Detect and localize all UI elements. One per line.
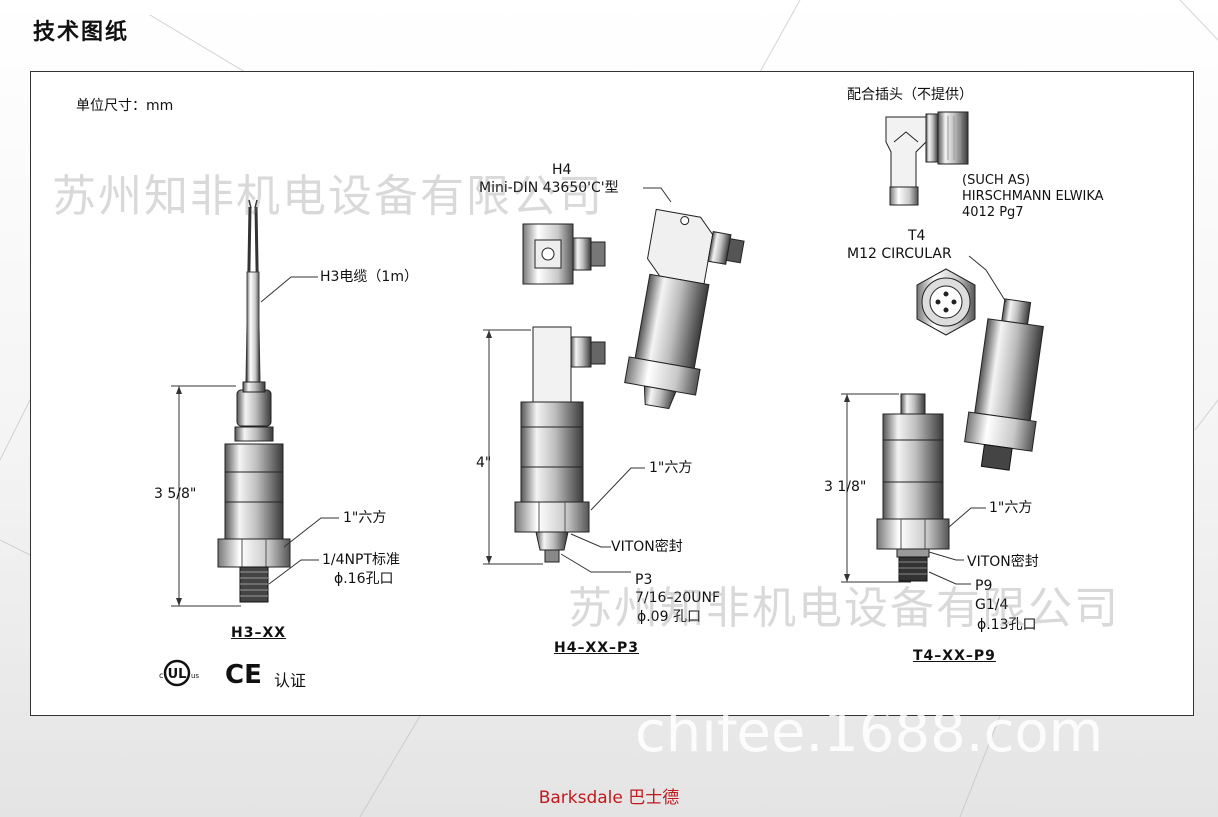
h4-thread-label: 7/16–20UNF	[635, 590, 721, 606]
ul-ce-marks: UL c us CE	[159, 659, 262, 690]
h3-cable-label: H3电缆（1m）	[320, 269, 418, 285]
h3-sensor-drawing	[171, 199, 339, 607]
t4-height-dimension: 3 1/8"	[824, 479, 867, 495]
svg-text:us: us	[191, 672, 199, 680]
ul-mark: UL	[168, 667, 187, 682]
h3-hex-label: 1"六方	[343, 510, 387, 526]
t4-sensor-drawing	[841, 111, 1044, 585]
t4-model-label: T4	[908, 228, 926, 244]
such-as-label: (SUCH AS)	[962, 173, 1031, 188]
t4-seal-label: VITON密封	[967, 554, 1039, 570]
certification-label: 认证	[274, 671, 307, 690]
h3-caption: H3–XX	[231, 625, 287, 641]
h4-seal-label: VITON密封	[611, 539, 683, 555]
h3-npt-label: 1/4NPT标准	[322, 552, 400, 568]
t4-hex-label: 1"六方	[989, 500, 1033, 516]
h4-model-label: H4	[552, 162, 572, 178]
page-title: 技术图纸	[33, 20, 130, 45]
ul-icon	[163, 659, 191, 687]
t4-caption: T4–XX–P9	[913, 648, 996, 664]
h4-caption: H4–XX–P3	[554, 640, 640, 656]
company-watermark-bottom: 苏州知非机电设备有限公司	[568, 583, 1120, 634]
pg7-label: 4012 Pg7	[962, 205, 1024, 220]
drawing-panel: 单位尺寸：mm H3电缆（1m） 3 5/8" 1"六方 1/4NPT标准 ϕ.…	[30, 71, 1194, 716]
ce-mark: CE	[225, 660, 262, 690]
t4-connector-label: M12 CIRCULAR	[847, 246, 952, 262]
t4-port-label: P9	[975, 578, 993, 594]
h4-orifice-label: ϕ.09 孔口	[637, 609, 701, 625]
svg-text:c: c	[159, 671, 163, 680]
hirschmann-label: HIRSCHMANN ELWIKA	[962, 189, 1104, 204]
h4-hex-label: 1"六方	[649, 460, 693, 476]
h3-orifice-label: ϕ.16孔口	[334, 571, 394, 587]
site-watermark: chifee.1688.com	[635, 700, 1104, 765]
h3-height-dimension: 3 5/8"	[154, 486, 197, 502]
company-watermark-top: 苏州知非机电设备有限公司	[52, 171, 604, 222]
h4-port-label: P3	[635, 572, 653, 588]
mating-plug-label: 配合插头（不提供）	[847, 87, 973, 103]
h4-connector-label: Mini-DIN 43650'C'型	[479, 180, 619, 196]
units-label: 单位尺寸：mm	[76, 98, 174, 114]
h4-sensor-drawing	[483, 187, 745, 573]
footer-brand: Barksdale 巴士德	[538, 788, 680, 808]
t4-orifice-label: ϕ.13孔口	[977, 617, 1037, 633]
technical-drawing	[171, 111, 1044, 607]
h4-height-dimension: 4"	[476, 455, 492, 471]
t4-thread-label: G1/4	[975, 597, 1009, 613]
